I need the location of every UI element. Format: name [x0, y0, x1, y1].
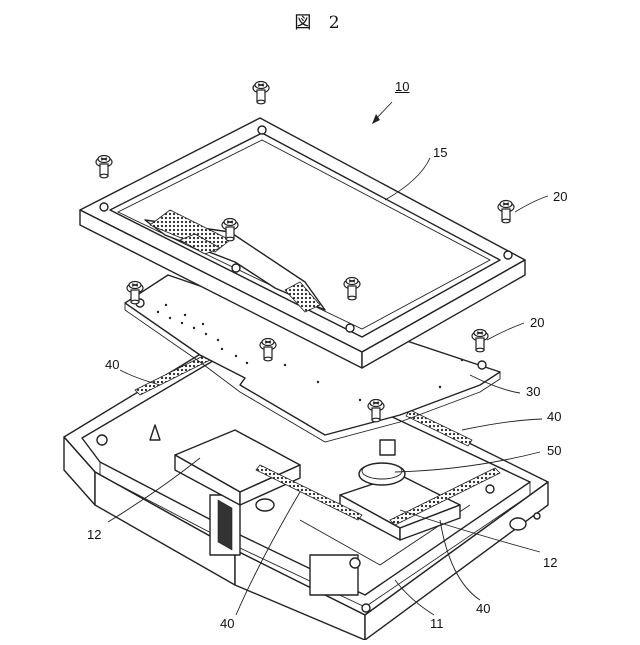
label-12-right: 12 — [543, 556, 557, 570]
label-40-bottom-right: 40 — [476, 602, 490, 616]
label-40-right: 40 — [547, 410, 561, 424]
label-50: 50 — [547, 444, 561, 458]
label-11: 11 — [430, 617, 444, 631]
label-12-left: 12 — [87, 528, 101, 542]
label-15: 15 — [433, 146, 447, 160]
battery — [359, 463, 405, 485]
label-30: 30 — [526, 385, 540, 399]
label-10: 10 — [395, 80, 409, 94]
top-cover — [80, 118, 525, 368]
figure-title: 図 2 — [0, 8, 640, 33]
label-20-right: 20 — [553, 190, 567, 204]
label-40-left: 40 — [105, 358, 119, 372]
label-40-bottom-left: 40 — [220, 617, 234, 631]
label-20-mid: 20 — [530, 316, 544, 330]
